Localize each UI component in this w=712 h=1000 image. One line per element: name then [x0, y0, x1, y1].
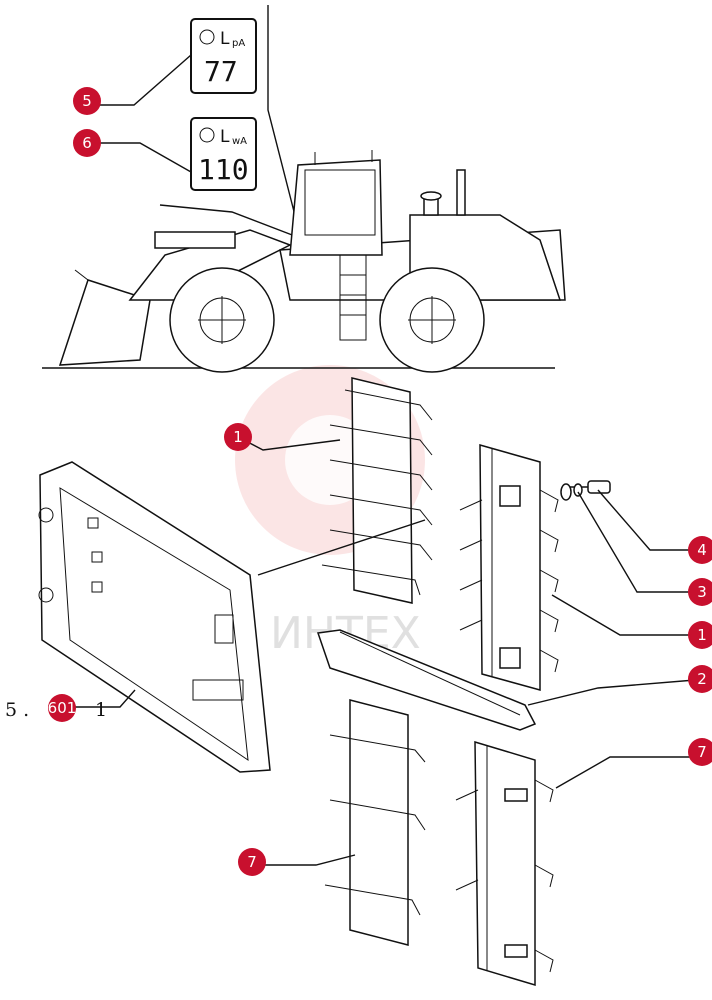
- svg-text:7: 7: [247, 853, 257, 871]
- callout-4: 4: [688, 536, 712, 564]
- callout-3: 3: [688, 578, 712, 606]
- ear-icon: [199, 127, 215, 143]
- lpa-subscript: pA: [232, 38, 245, 49]
- reference-suffix: 1: [95, 699, 107, 721]
- grille-side-frame: [459, 444, 559, 691]
- radiator-frame: [38, 461, 426, 773]
- lwa-value: 110: [198, 153, 249, 186]
- lpa-value: 77: [204, 55, 238, 88]
- callout-7-left: 7: [238, 848, 266, 876]
- svg-text:2: 2: [697, 670, 707, 688]
- seal-strip: [316, 629, 537, 731]
- svg-text:1: 1: [697, 626, 707, 644]
- svg-text:1: 1: [233, 428, 243, 446]
- ear-icon: [199, 29, 215, 45]
- svg-text:6: 6: [82, 134, 92, 152]
- callout-7-right: 7: [688, 738, 712, 766]
- lwa-subscript: wA: [232, 136, 247, 147]
- reference-prefix: 5 .: [5, 699, 29, 721]
- reference-badge: 601: [48, 694, 77, 722]
- callout-5: 5: [73, 87, 101, 115]
- callout-2: 2: [688, 665, 712, 693]
- svg-text:3: 3: [697, 583, 707, 601]
- svg-text:7: 7: [697, 743, 707, 761]
- callout-1-top: 1: [224, 423, 252, 451]
- svg-text:601: 601: [48, 699, 77, 717]
- grille-side-frame-7: [455, 740, 554, 987]
- grille-louver-assembly-1: [321, 377, 433, 604]
- sound-pressure-label: L pA 77: [190, 18, 257, 94]
- svg-text:4: 4: [697, 541, 707, 559]
- lpa-symbol: L: [220, 29, 230, 49]
- sound-power-label: L wA 110: [190, 117, 257, 191]
- callout-6: 6: [73, 129, 101, 157]
- wheel-loader-illustration: [42, 150, 566, 373]
- svg-text:5: 5: [82, 92, 92, 110]
- grille-louver-assembly-7: [324, 699, 426, 946]
- bolt-and-washer: [560, 480, 611, 501]
- lwa-symbol: L: [220, 127, 230, 147]
- callout-1-right: 1: [688, 621, 712, 649]
